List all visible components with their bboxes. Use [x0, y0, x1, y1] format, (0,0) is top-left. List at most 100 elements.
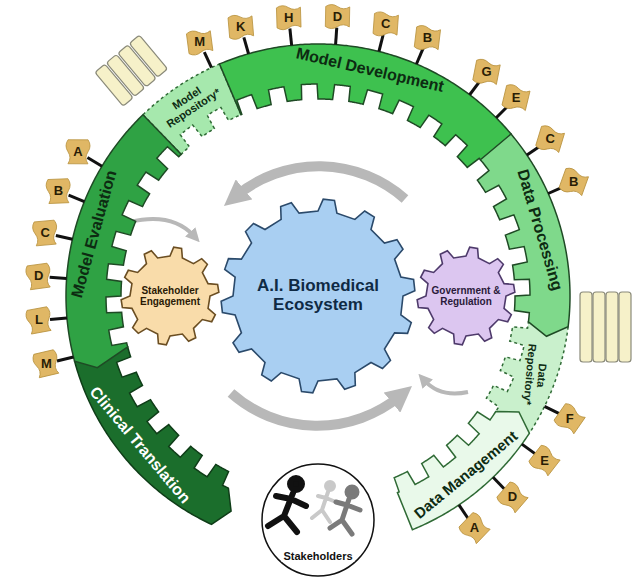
flag-label: B — [569, 175, 578, 189]
rotation-arrow — [236, 166, 405, 199]
flag-label: D — [34, 269, 43, 283]
flag-shape — [535, 124, 565, 154]
gear-label: Stakeholder Engagement — [133, 285, 207, 307]
flag-pole — [459, 505, 469, 519]
flag-label: C — [545, 132, 554, 146]
flag: E — [540, 453, 549, 467]
flag-shape — [32, 349, 61, 378]
flag-label: M — [41, 357, 52, 371]
flag-pole — [244, 37, 249, 53]
flag-label: G — [481, 65, 491, 79]
gear-label: Government & Regulation — [429, 285, 503, 307]
flag-pole — [57, 357, 73, 361]
flag-shape — [32, 220, 58, 246]
gear-label: A.I. Biomedical Ecosystem — [253, 277, 383, 314]
flag-label: D — [333, 10, 342, 24]
ring-segment-label: Data Repository* — [521, 341, 551, 409]
flag-shape — [528, 444, 562, 478]
ring-segment-label: Data Processing — [514, 167, 566, 292]
flag: C — [545, 132, 554, 146]
flag-pole — [69, 195, 85, 201]
flag-label: K — [236, 20, 245, 34]
flag-shape — [502, 84, 531, 113]
gear-shape — [121, 247, 219, 345]
flag: H — [284, 10, 293, 24]
flag-shape — [325, 4, 349, 28]
gear: A.I. Biomedical Ecosystem — [253, 277, 383, 314]
rotation-arrow — [231, 393, 400, 426]
flag: E — [512, 91, 521, 105]
flag-pole — [416, 48, 423, 64]
flag-shape — [228, 14, 254, 40]
small-arrow — [424, 380, 468, 394]
ring-segment-label: Data Management — [411, 428, 521, 522]
flag-shape — [66, 140, 90, 164]
flag-pole — [56, 235, 73, 239]
flag: A — [470, 521, 479, 535]
ring-segment: Clinical Translation — [86, 383, 194, 507]
flag-label: F — [566, 412, 574, 426]
database-stack — [580, 292, 631, 362]
ring-segment: Data Processing — [514, 167, 566, 292]
ring-segment-label: Model Evaluation — [68, 168, 120, 299]
flag: B — [569, 175, 578, 189]
stakeholder-circle: Stakeholders — [281, 550, 354, 562]
flag-shape — [414, 25, 441, 52]
database-stack — [95, 35, 168, 106]
ring-segment-label: Model Repository* — [154, 73, 226, 132]
flag: B — [423, 31, 432, 45]
flag: D — [34, 269, 43, 283]
gear-shape — [221, 199, 415, 393]
ring-segment: Model Development — [295, 44, 446, 95]
flag: K — [236, 20, 245, 34]
ring-segment: Data Repository* — [521, 341, 551, 409]
flag-pole — [50, 277, 67, 278]
flag-label: C — [40, 226, 49, 240]
flag: M — [41, 357, 52, 371]
ring-segment-label: Model Development — [295, 44, 446, 95]
flag-label: D — [508, 490, 517, 504]
flag: F — [566, 412, 574, 426]
flag-label: E — [540, 453, 549, 467]
flag: M — [194, 35, 205, 49]
gear: Stakeholder Engagement — [133, 285, 207, 307]
flag-shape — [186, 29, 213, 56]
flag-pole — [522, 444, 536, 454]
flag-shape — [496, 480, 530, 514]
runner-figures — [268, 478, 360, 534]
flag: D — [333, 10, 342, 24]
flag-label: B — [54, 184, 63, 198]
flag-shape — [553, 402, 586, 435]
flag-label: B — [423, 31, 432, 45]
flag-pole — [493, 477, 505, 489]
stakeholder-circle-shape — [262, 464, 374, 576]
small-arrow — [130, 219, 194, 236]
ring-segment-shape — [75, 347, 232, 524]
flag-shape — [276, 5, 301, 30]
flag-shape — [25, 306, 53, 334]
flag-label: C — [381, 17, 390, 31]
flag-shape — [558, 167, 589, 198]
flag-shape — [373, 11, 399, 37]
ring-segment: Model Repository* — [154, 73, 226, 132]
flag-label: H — [284, 10, 293, 24]
flag-shape — [46, 179, 71, 204]
flag: L — [35, 313, 43, 327]
flag: B — [54, 184, 63, 198]
ring-segment-shape — [220, 44, 512, 167]
gear: Government & Regulation — [429, 285, 503, 307]
flag-pole — [204, 52, 211, 67]
flag-label: L — [35, 313, 43, 327]
ring-segment-shape — [394, 411, 529, 529]
ring-segment: Data Management — [411, 428, 521, 522]
flag-label: E — [512, 91, 521, 105]
flag-label: A — [73, 145, 82, 159]
flag-pole — [379, 35, 383, 51]
ring-segment-label: Clinical Translation — [86, 383, 194, 507]
flag-pole — [544, 406, 559, 413]
ring-segment: Model Evaluation — [68, 168, 120, 299]
flag: D — [508, 490, 517, 504]
flag: A — [73, 145, 82, 159]
gear-shape — [417, 247, 515, 345]
